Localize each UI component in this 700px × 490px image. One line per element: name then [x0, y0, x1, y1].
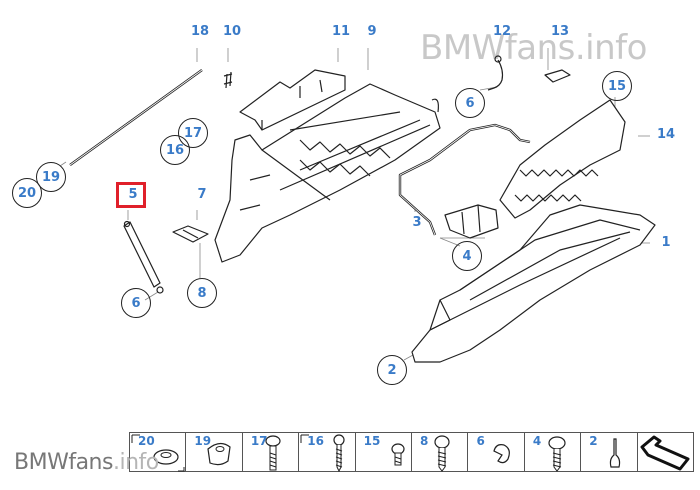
- hardware-item[interactable]: 20: [130, 433, 187, 472]
- clip-nut-icon: [207, 442, 232, 466]
- watermark-bottom-suffix: .info: [112, 450, 159, 475]
- callout-12[interactable]: 12: [492, 24, 512, 39]
- callout-6-bottom[interactable]: 6: [121, 288, 151, 318]
- bolt-icon: [265, 435, 281, 471]
- hardware-strip: 20 19 17 16: [129, 432, 694, 473]
- hardware-label: 19: [194, 434, 212, 448]
- callout-7[interactable]: 7: [197, 187, 207, 202]
- hardware-label: 4: [532, 434, 542, 448]
- callout-6-top[interactable]: 6: [455, 88, 485, 118]
- callout-10[interactable]: 10: [222, 24, 242, 39]
- callout-1[interactable]: 1: [661, 235, 671, 250]
- callout-17[interactable]: 17: [178, 118, 208, 148]
- callout-2[interactable]: 2: [377, 355, 407, 385]
- next-page-button[interactable]: [638, 433, 693, 471]
- short-screw-icon: [391, 443, 405, 466]
- hardware-item[interactable]: 17: [243, 433, 300, 471]
- pan-head-screw-icon: [548, 436, 566, 472]
- callout-4[interactable]: 4: [452, 241, 482, 271]
- hardware-item[interactable]: 15: [356, 433, 413, 471]
- hardware-label: 6: [476, 434, 485, 448]
- callout-18[interactable]: 18: [190, 24, 210, 39]
- callout-3[interactable]: 3: [412, 215, 422, 230]
- hardware-item[interactable]: 2: [581, 433, 638, 471]
- hardware-label: 16: [307, 434, 324, 448]
- callout-14[interactable]: 14: [656, 127, 676, 142]
- hardware-label: 8: [420, 434, 429, 448]
- hardware-label: 20: [138, 434, 155, 448]
- rubber-buffer-icon: [610, 438, 621, 468]
- callout-11[interactable]: 11: [331, 24, 351, 39]
- hardware-item[interactable]: 6: [468, 433, 525, 471]
- callout-20[interactable]: 20: [12, 178, 42, 208]
- hardware-item[interactable]: 16: [299, 433, 356, 473]
- pan-head-screw-icon: [434, 435, 450, 472]
- callout-5[interactable]: 5: [128, 187, 138, 202]
- watermark-bottom-main: BMWfans: [14, 450, 113, 475]
- washer-icon: [131, 434, 185, 472]
- watermark-bottom: BMWfans.info: [14, 450, 159, 475]
- highlight-box: [116, 182, 146, 208]
- hardware-item[interactable]: 4: [525, 433, 582, 472]
- callout-9[interactable]: 9: [367, 24, 377, 39]
- tapping-screw-icon: [300, 434, 345, 473]
- callout-15[interactable]: 15: [602, 71, 632, 101]
- callout-13[interactable]: 13: [550, 24, 570, 39]
- arrow-next-icon: [640, 435, 690, 471]
- watermark-top: BMWfans.info: [420, 28, 647, 68]
- callout-16[interactable]: 16: [160, 135, 190, 165]
- spring-clip-icon: [493, 444, 511, 464]
- hardware-label: 15: [363, 434, 381, 448]
- callout-8[interactable]: 8: [187, 278, 217, 308]
- hardware-label: 2: [589, 434, 598, 448]
- hardware-item[interactable]: 19: [186, 433, 243, 471]
- callout-19[interactable]: 19: [36, 162, 66, 192]
- hardware-item[interactable]: 8: [412, 433, 469, 472]
- hardware-label: 17: [250, 434, 268, 448]
